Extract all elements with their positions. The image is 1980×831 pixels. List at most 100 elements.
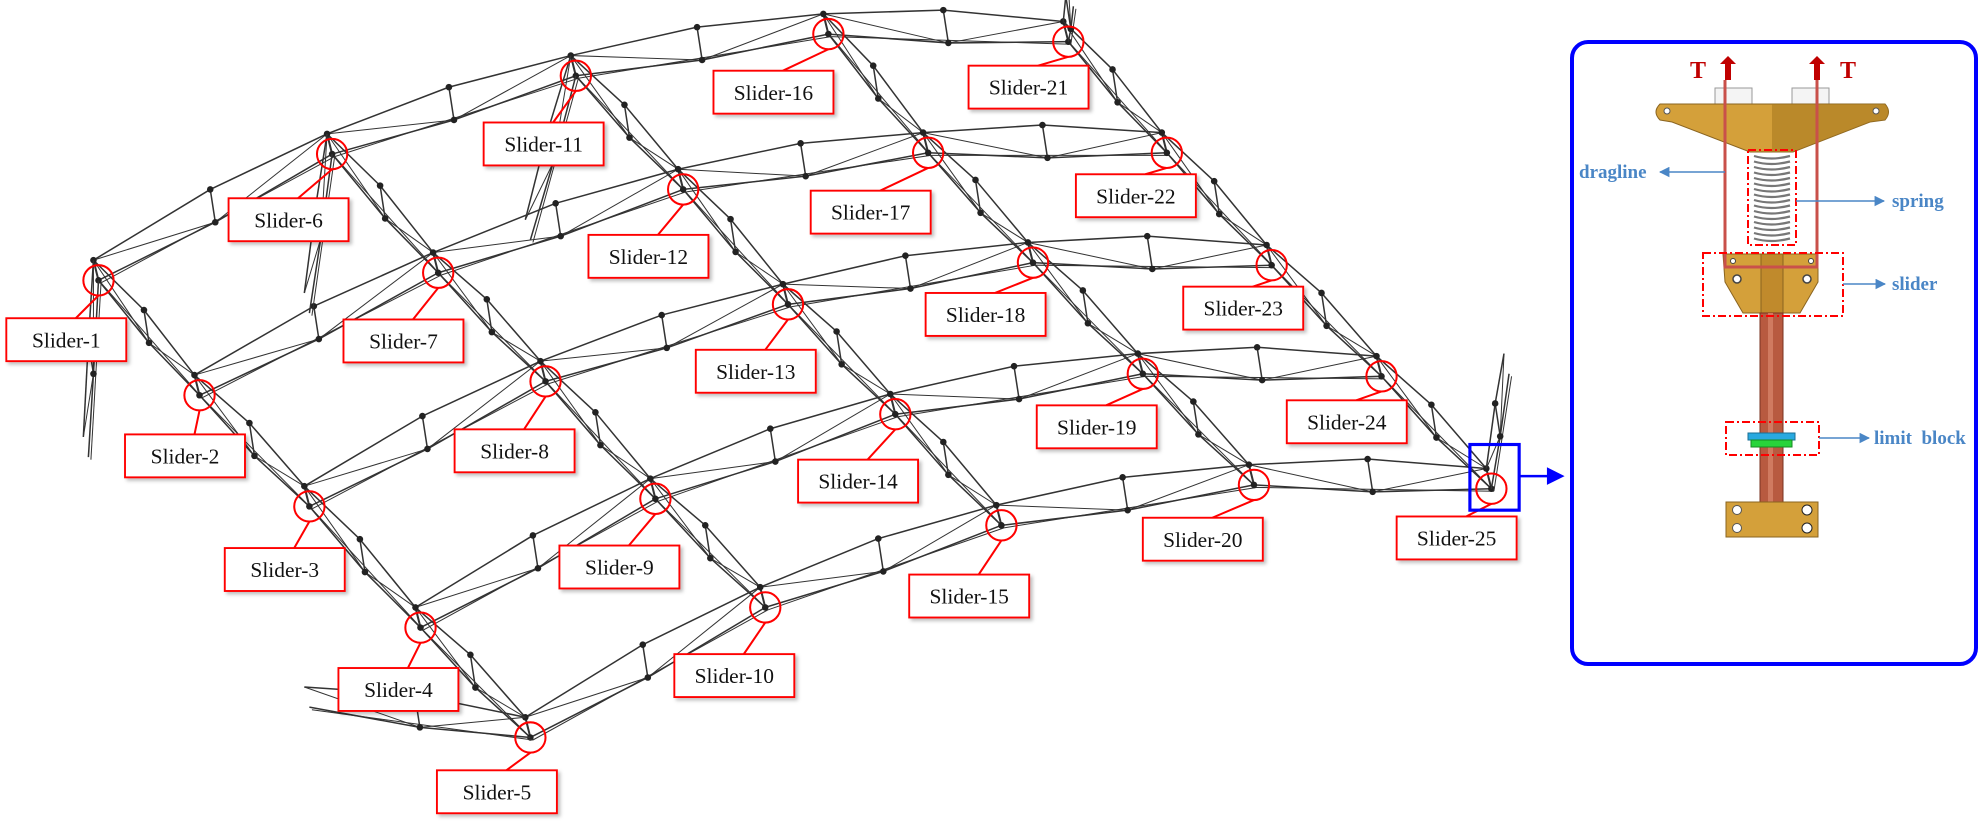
truss-member xyxy=(927,152,982,214)
truss-member xyxy=(194,305,315,376)
truss-member xyxy=(448,87,455,121)
truss-member xyxy=(560,188,684,237)
slider-label-box xyxy=(337,667,460,712)
truss-member xyxy=(677,142,801,170)
truss-joint xyxy=(874,535,882,542)
truss-member xyxy=(787,303,843,365)
truss-member xyxy=(948,474,997,506)
slider-marker-circle xyxy=(82,264,115,297)
truss-member xyxy=(942,441,997,506)
slider-label: Slider-8 xyxy=(480,439,549,463)
truss-member xyxy=(799,143,807,177)
truss-member xyxy=(1430,404,1438,438)
truss-joint xyxy=(1084,319,1092,327)
truss-member xyxy=(537,478,651,569)
truss-member xyxy=(642,644,649,678)
slider-bolt xyxy=(1730,258,1736,264)
truss-joint xyxy=(145,339,153,347)
truss-member xyxy=(1137,353,1263,381)
truss-member xyxy=(942,441,950,475)
slider-bolt xyxy=(1802,274,1812,284)
truss-member xyxy=(308,238,322,314)
spring-coil xyxy=(1753,226,1791,232)
truss-member xyxy=(248,422,305,487)
truss-member xyxy=(678,168,806,177)
truss-member xyxy=(1062,0,1067,22)
truss-member xyxy=(1375,355,1432,406)
truss-member xyxy=(570,55,703,61)
truss-member xyxy=(384,218,434,253)
slider-marker-circle xyxy=(1126,357,1159,390)
truss-member xyxy=(654,498,711,559)
truss-member xyxy=(649,478,706,526)
slider-label-box xyxy=(1074,173,1197,219)
leader-line xyxy=(412,287,439,321)
truss-joint xyxy=(1250,481,1258,489)
truss-member xyxy=(1070,43,1170,156)
truss-member xyxy=(1430,404,1487,469)
truss-member xyxy=(696,13,824,28)
spring-coil xyxy=(1753,215,1791,221)
truss-member xyxy=(209,189,217,223)
spring-coil xyxy=(1753,165,1791,171)
truss-member xyxy=(437,235,561,274)
force-label-left: T xyxy=(1690,58,1706,84)
truss-member xyxy=(594,412,602,446)
truss-member xyxy=(677,168,732,220)
truss-member xyxy=(650,461,776,480)
truss-joint xyxy=(1079,287,1087,294)
spring-label: spring xyxy=(1892,191,1944,212)
truss-member xyxy=(313,251,434,307)
truss-joint xyxy=(779,280,787,288)
slider-label: Slider-4 xyxy=(364,678,433,702)
truss-member xyxy=(529,162,554,241)
truss-member xyxy=(905,241,1029,257)
truss-member xyxy=(765,570,884,609)
truss-joint xyxy=(1364,455,1371,463)
spring-coil xyxy=(1753,154,1791,160)
truss-joint xyxy=(529,532,537,539)
slider-callout: Slider-17 xyxy=(809,136,945,235)
slider-label-box xyxy=(342,318,465,364)
truss-joint xyxy=(196,391,203,399)
truss-member xyxy=(835,331,843,365)
truss-member xyxy=(148,342,201,396)
truss-member xyxy=(823,13,949,44)
slider-marker-circle xyxy=(1052,25,1085,58)
truss-member xyxy=(890,393,1020,400)
truss-member xyxy=(872,65,924,134)
truss-joint xyxy=(1143,232,1151,240)
slider-callout: Slider-25 xyxy=(1395,472,1518,561)
truss-member xyxy=(194,338,319,376)
truss-member xyxy=(1117,101,1168,154)
slider-marker-circle xyxy=(422,256,455,289)
truss-member xyxy=(1018,353,1138,400)
truss-joint xyxy=(1010,362,1018,370)
slider-label: slider xyxy=(1892,274,1938,295)
truss-member xyxy=(1147,235,1267,246)
truss-member xyxy=(922,132,930,154)
truss-member xyxy=(539,360,596,413)
truss-member xyxy=(1218,213,1267,246)
base-hole xyxy=(1801,504,1813,516)
truss-member xyxy=(93,221,216,261)
truss-member xyxy=(980,212,1029,243)
truss-joint xyxy=(1149,265,1156,273)
truss-member xyxy=(1042,124,1162,134)
truss-joint xyxy=(674,165,682,173)
truss-member xyxy=(254,455,305,487)
force-arrow-right xyxy=(1809,56,1825,80)
truss-member xyxy=(1137,353,1199,435)
truss-joint xyxy=(1039,121,1046,129)
truss-member xyxy=(729,218,737,253)
truss-joint xyxy=(356,535,364,543)
truss-member xyxy=(600,444,651,480)
truss-member xyxy=(649,478,711,559)
slider-marker-circle xyxy=(639,482,672,515)
truss-joint xyxy=(869,62,877,69)
slider-label-box xyxy=(227,197,350,243)
truss-joint xyxy=(945,471,952,479)
truss-member xyxy=(1122,463,1249,479)
slider-label-box xyxy=(967,64,1090,110)
